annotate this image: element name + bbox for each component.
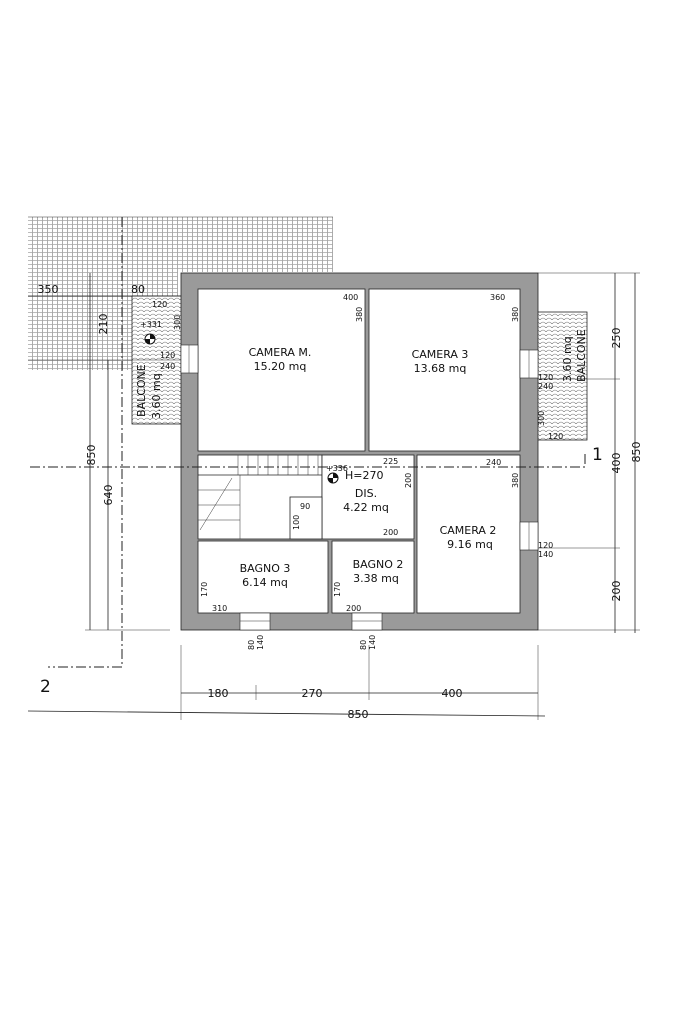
camera-3-area: 13.68 mq	[414, 362, 467, 375]
room-bagno-2	[331, 540, 415, 614]
balcone-left-area: 3.60 mq	[150, 373, 163, 419]
dim-right-total: 850	[630, 442, 643, 463]
bagno-3-label: BAGNO 3	[240, 562, 291, 575]
bagno-3-area: 6.14 mq	[242, 576, 288, 589]
dim-top-350: 350	[38, 283, 59, 296]
section-line-1	[30, 453, 586, 468]
dim-win-right-120-bottom: 120	[548, 432, 563, 441]
dis-height: H=270	[345, 469, 383, 482]
dim-win-c2-140: 140	[538, 550, 553, 559]
dim-win-right-120: 120	[538, 373, 553, 382]
dim-left-850: 850	[85, 445, 98, 466]
dim-bagno-3-w: 310	[212, 604, 227, 613]
bagno-2-label: BAGNO 2	[353, 558, 404, 571]
dim-camera-m-h: 380	[355, 307, 364, 322]
dim-win-c2-120: 120	[538, 541, 553, 550]
dim-left-640: 640	[102, 485, 115, 506]
camera-m-area: 15.20 mq	[254, 360, 307, 373]
level-left: +331	[140, 320, 162, 329]
camera-2-area: 9.16 mq	[447, 538, 493, 551]
dim-win-left-300: 300	[173, 315, 182, 330]
dim-bagno-2-h: 170	[333, 582, 342, 597]
dim-win-b2-140: 140	[368, 635, 377, 650]
dis-area: 4.22 mq	[343, 501, 389, 514]
dim-right-250: 250	[610, 328, 623, 349]
camera-2-label: CAMERA 2	[440, 524, 497, 537]
dim-win-left-120-top: 120	[152, 300, 167, 309]
dim-camera-2-h: 380	[511, 473, 520, 488]
dim-camera-3-w: 360	[490, 293, 505, 302]
dim-top-210: 210	[97, 314, 110, 335]
level-marker-left	[144, 333, 156, 345]
dim-dis-bottom: 200	[383, 528, 398, 537]
room-dis	[321, 454, 415, 540]
dim-win-left-240: 240	[160, 362, 175, 371]
dimension-lines	[27, 272, 640, 720]
dim-stair-100: 100	[292, 515, 301, 530]
dis-label: DIS.	[355, 487, 377, 500]
dim-win-b2-80: 80	[359, 640, 368, 650]
dim-top-80: 80	[131, 283, 145, 296]
dim-right-200: 200	[610, 581, 623, 602]
room-camera-2	[416, 454, 521, 614]
balcone-left-label: BALCONE	[135, 364, 148, 417]
dim-bagno-3-h: 170	[200, 582, 209, 597]
level-center: +336	[326, 464, 348, 473]
dim-camera-m-w: 400	[343, 293, 358, 302]
bagno-2-area: 3.38 mq	[353, 572, 399, 585]
dim-win-right-240: 240	[538, 382, 553, 391]
balcone-right-label: BALCONE	[575, 329, 588, 382]
balcone-right-area: 3.60 mq	[561, 336, 574, 382]
camera-m-label: CAMERA M.	[249, 346, 312, 359]
room-camera-3	[368, 288, 521, 452]
section-mark-2: 2	[40, 677, 51, 697]
dim-stair-90: 90	[300, 502, 310, 511]
level-marker-center	[327, 472, 339, 484]
dim-right-400: 400	[610, 453, 623, 474]
dim-bottom-270: 270	[302, 687, 323, 700]
section-line-2	[48, 217, 123, 668]
dim-win-left-120: 120	[160, 351, 175, 360]
dim-bagno-2-w: 200	[346, 604, 361, 613]
room-bagno-3	[197, 540, 329, 614]
dim-camera-3-h: 380	[511, 307, 520, 322]
dim-bottom-total: 850	[348, 708, 369, 721]
room-camera-m	[197, 288, 366, 452]
dim-win-b3-140: 140	[256, 635, 265, 650]
section-mark-1: 1	[592, 445, 603, 465]
camera-3-label: CAMERA 3	[412, 348, 469, 361]
dim-bottom-180: 180	[208, 687, 229, 700]
dim-camera-2-w: 240	[486, 458, 501, 467]
dim-win-b3-80: 80	[247, 640, 256, 650]
balcony-right	[534, 311, 588, 441]
dim-win-right-300: 300	[537, 411, 546, 426]
dim-dis-h: 200	[404, 473, 413, 488]
windows	[180, 344, 539, 631]
dim-bottom-400: 400	[442, 687, 463, 700]
dim-dis-w: 225	[383, 457, 398, 466]
stair-treads	[198, 455, 323, 540]
